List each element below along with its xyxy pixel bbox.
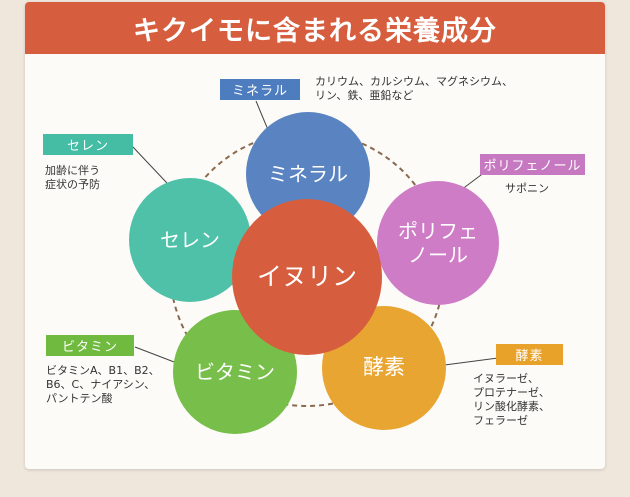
circle-label-mineral: ミネラル [268, 162, 348, 186]
tag-selenium: セレン [43, 134, 133, 155]
tag-label-enzyme: 酵素 [515, 349, 544, 364]
tag-vitamin: ビタミン [46, 335, 134, 356]
desc-mineral: カリウム、カルシウム、マグネシウム、 リン、鉄、亜鉛など [315, 75, 513, 102]
circle-label-selenium: セレン [160, 228, 220, 252]
circle-polyphenol: ポリフェ ノール [377, 181, 499, 305]
tag-polyphenol: ポリフェノール [480, 154, 585, 175]
circle-label-enzyme: 酵素 [363, 355, 405, 380]
tag-label-selenium: セレン [66, 139, 109, 154]
desc-polyphenol: サポニン [505, 182, 549, 195]
desc-enzyme: イヌラーゼ、 プロテナーゼ、 リン酸化酵素、 フェラーゼ [473, 372, 550, 427]
circle-label-vitamin: ビタミン [195, 360, 275, 384]
tag-label-polyphenol: ポリフェノール [483, 159, 582, 174]
circle-selenium: セレン [129, 178, 251, 302]
tag-enzyme: 酵素 [496, 344, 563, 365]
circle-label-polyphenol: ポリフェ ノール [398, 219, 478, 267]
circle-inulin: イヌリン [232, 199, 382, 355]
tag-label-mineral: ミネラル [231, 84, 288, 99]
page-title: キクイモに含まれる栄養成分 [133, 15, 497, 47]
circle-label-inulin: イヌリン [256, 262, 357, 291]
infographic-card: キクイモに含まれる栄養成分 ミネラル ポリフェ ノール 酵素 ビタミン セレン … [25, 2, 605, 469]
tag-mineral: ミネラル [220, 79, 300, 100]
desc-selenium: 加齢に伴う 症状の予防 [45, 164, 100, 191]
leader-line-enzyme [436, 357, 499, 367]
desc-vitamin: ビタミンA、B1、B2、 B6、C、ナイアシン、 パントテン酸 [46, 364, 160, 405]
tag-label-vitamin: ビタミン [61, 340, 118, 355]
title-banner: キクイモに含まれる栄養成分 [25, 2, 605, 54]
